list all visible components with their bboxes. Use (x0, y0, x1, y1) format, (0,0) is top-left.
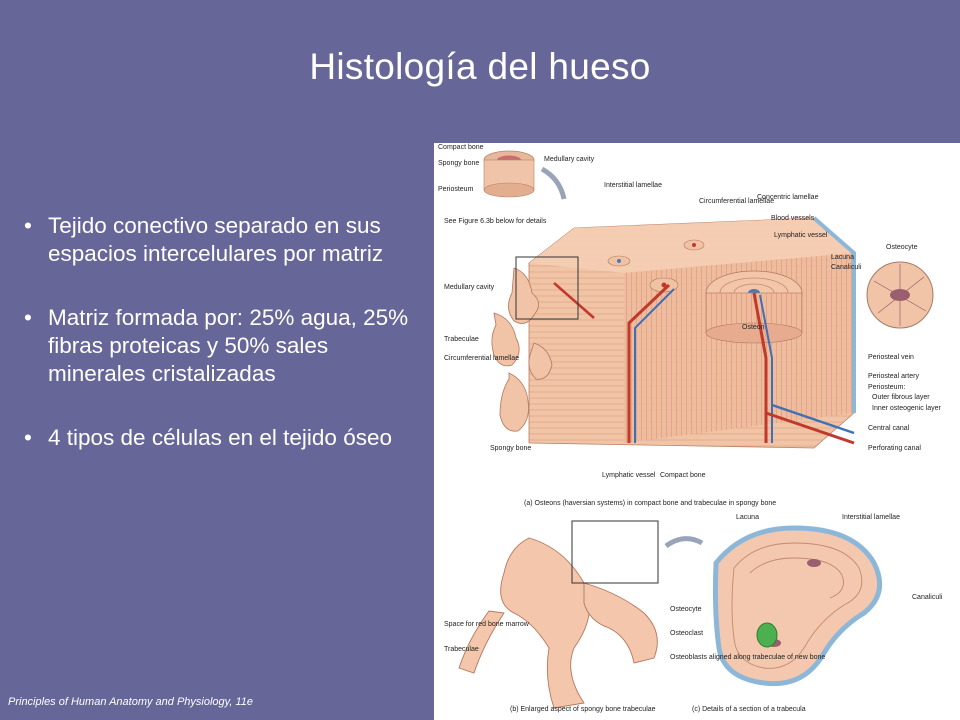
label-trabeculae-b: Trabeculae (444, 646, 479, 653)
label-periosteal-artery: Periosteal artery (868, 373, 919, 380)
label-spongy-bone: Spongy bone (490, 445, 531, 452)
caption-b: (b) Enlarged aspect of spongy bone trabe… (510, 706, 656, 713)
bullet-item: • 4 tipos de células en el tejido óseo (24, 424, 424, 452)
label-space-red-marrow: Space for red bone marrow (444, 621, 530, 628)
label-osteocyte: Osteocyte (886, 244, 918, 251)
label-trabeculae: Trabeculae (444, 336, 479, 343)
label-spongy-bone-small: Spongy bone (438, 160, 479, 167)
bullet-dot: • (24, 213, 32, 238)
label-concentric-lamellae: Concentric lamellae (757, 194, 819, 201)
label-perforating-canal: Perforating canal (868, 445, 921, 452)
label-periosteum-small: Periosteum (438, 186, 474, 193)
osteocyte-inset (866, 261, 934, 329)
label-see-figure: See Figure 6.3b below for details (444, 218, 547, 225)
label-inner-osteogenic-layer: Inner osteogenic layer (872, 405, 942, 412)
label-canaliculi: Canaliculi (831, 264, 862, 271)
label-periosteum-header: Periosteum: (868, 384, 905, 391)
footer-citation: Principles of Human Anatomy and Physiolo… (8, 696, 253, 708)
arrow-icon (664, 536, 704, 549)
label-central-canal: Central canal (868, 425, 910, 432)
caption-c: (c) Details of a section of a trabecula (692, 706, 806, 713)
detail-box-b (571, 520, 659, 584)
slide-title: Histología del hueso (309, 46, 651, 87)
bullet-item: • Tejido conectivo separado en sus espaci… (24, 212, 424, 268)
bullet-dot: • (24, 305, 32, 330)
label-compact-bone: Compact bone (438, 144, 484, 151)
label-periosteal-vein: Periosteal vein (868, 354, 914, 361)
label-lymphatic-vessel-bottom: Lymphatic vessel (602, 472, 656, 479)
label-medullary-cavity-small: Medullary cavity (544, 156, 595, 163)
label-interstitial-lamellae: Interstitial lamellae (604, 182, 662, 189)
bullet-list: • Tejido conectivo separado en sus espaci… (24, 212, 424, 488)
label-canaliculi-c: Canaliculi (912, 594, 943, 601)
label-lacuna-c: Lacuna (736, 514, 759, 521)
label-blood-vessels: Blood vessels (771, 215, 815, 222)
bone-histology-figure: Compact bone Spongy bone Periosteum Medu… (434, 143, 960, 720)
label-compact-bone-bottom: Compact bone (660, 472, 706, 479)
label-outer-fibrous-layer: Outer fibrous layer (872, 394, 930, 401)
label-interstitial-lamellae-c: Interstitial lamellae (842, 514, 900, 521)
spongy-trabeculae-enlarged (458, 537, 658, 709)
bullet-dot: • (24, 425, 32, 450)
compact-bone-block (528, 216, 856, 449)
label-lacuna: Lacuna (831, 254, 854, 261)
long-bone-inset (483, 150, 535, 198)
caption-a: (a) Osteons (haversian systems) in compa… (524, 500, 776, 507)
arrow-icon (540, 166, 567, 200)
label-medullary-cavity: Medullary cavity (444, 284, 495, 291)
label-circumferential-lamellae-left: Circumferential lamellae (444, 355, 519, 362)
label-osteoclast-c: Osteoclast (670, 630, 703, 637)
label-circumferential-lamellae-top: Circumferential lamellae (699, 198, 774, 205)
bullet-text: Tejido conectivo separado en sus espacio… (48, 213, 384, 266)
bone-illustration: Compact bone Spongy bone Periosteum Medu… (438, 144, 943, 713)
bullet-text: 4 tipos de células en el tejido óseo (48, 425, 392, 450)
label-osteon: Osteon (742, 324, 765, 331)
detail-box (515, 256, 579, 320)
trabecula-section (712, 525, 883, 687)
label-osteocyte-c: Osteocyte (670, 606, 702, 613)
label-osteoblasts-c: Osteoblasts aligned along trabeculae of … (670, 654, 825, 661)
bullet-item: • Matriz formada por: 25% agua, 25% fibra… (24, 304, 424, 388)
label-lymphatic-vessel-top: Lymphatic vessel (774, 232, 828, 239)
bullet-text: Matriz formada por: 25% agua, 25% fibras… (48, 305, 409, 386)
